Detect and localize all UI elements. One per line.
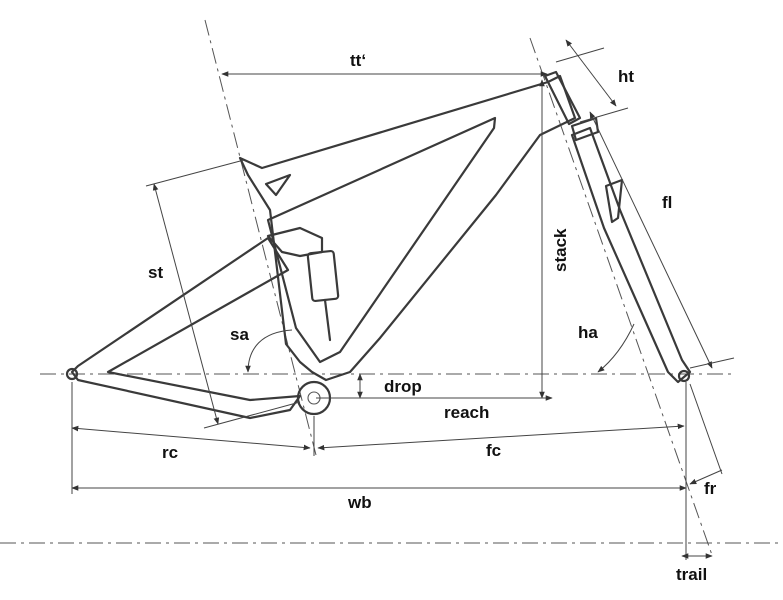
label-sa: sa: [230, 325, 249, 344]
label-fc: fc: [486, 441, 501, 460]
fl-dimension: [589, 111, 713, 369]
top-gusset: [264, 173, 292, 197]
fork-brace: [604, 178, 624, 224]
label-ha: ha: [578, 323, 598, 342]
dimension-lines: [71, 39, 735, 560]
rc-dimension: [71, 425, 311, 451]
steering-axis: [529, 37, 713, 556]
seat-tube-axis: [204, 19, 317, 456]
head-tube: [543, 70, 582, 126]
label-drop: drop: [384, 377, 422, 396]
fc-dimension: [317, 423, 685, 451]
label-tt: tt‘: [350, 51, 366, 70]
front-dropout: [677, 369, 691, 383]
ht-ext-top: [555, 47, 605, 63]
label-st: st: [148, 263, 163, 282]
label-rc: rc: [162, 443, 178, 462]
shock-shaft: [323, 298, 332, 342]
label-ht: ht: [618, 67, 634, 86]
center-lines: [0, 19, 783, 556]
sa-arc: [245, 329, 293, 373]
st-ext-top: [145, 159, 245, 187]
front-triangle-inner: [266, 116, 497, 364]
fr-dimension: [689, 469, 723, 485]
rear-dropout: [65, 367, 79, 381]
front-triangle: [238, 74, 577, 382]
dimension-labels: tt‘ ht fl stack st sa ha drop reach rc f…: [148, 51, 717, 584]
label-wb: wb: [347, 493, 372, 512]
st-ext-bottom: [203, 401, 301, 429]
ha-arc: [597, 323, 635, 373]
fl-ext: [689, 357, 735, 369]
shock-body: [306, 249, 340, 303]
fork-leg: [570, 126, 692, 384]
label-fr: fr: [704, 479, 717, 498]
st-dimension: [152, 183, 220, 425]
ht-dimension: [565, 39, 617, 107]
label-reach: reach: [444, 403, 489, 422]
label-fl: fl: [662, 193, 672, 212]
label-stack: stack: [551, 228, 570, 272]
fr-ext: [689, 383, 723, 475]
frame: [65, 70, 692, 420]
rear-triangle: [70, 236, 302, 420]
label-trail: trail: [676, 565, 707, 584]
ht-ext-bottom: [579, 107, 629, 123]
